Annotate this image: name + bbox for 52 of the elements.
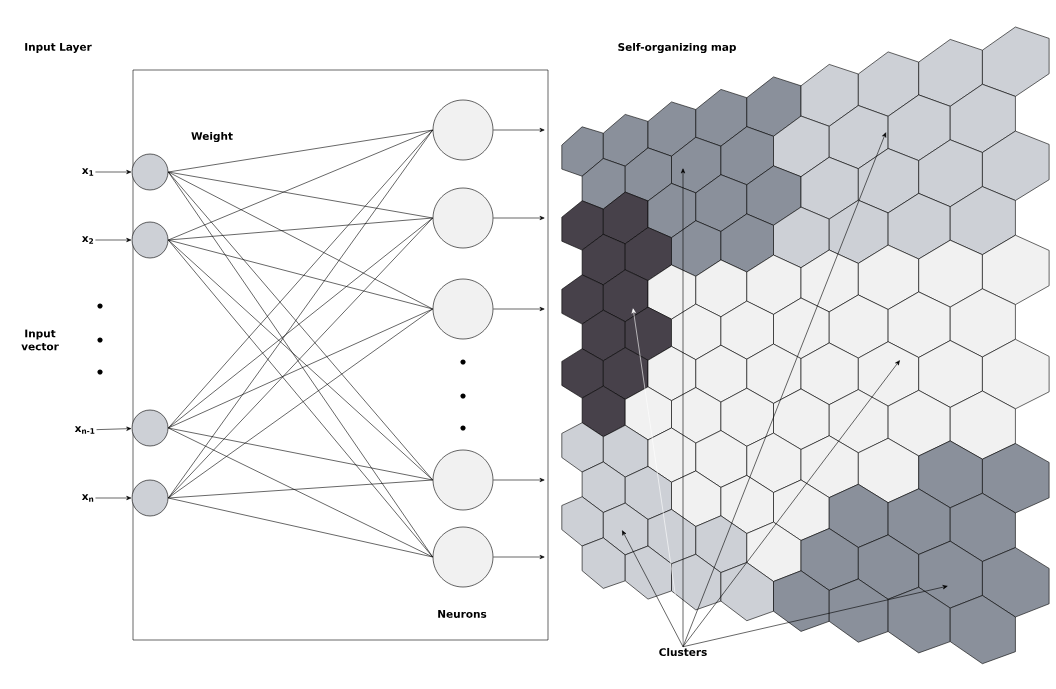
connection-line [168, 171, 433, 558]
arrow [493, 306, 545, 312]
arrow [682, 585, 948, 648]
connection-line [168, 129, 433, 241]
side-label: Input vector [21, 329, 59, 351]
neuron-circle [131, 153, 169, 191]
connection-line [168, 217, 433, 241]
connection-line [168, 171, 433, 310]
heading: Input Layer [25, 43, 92, 53]
hexagon-cell [671, 137, 722, 194]
connection-line [168, 129, 433, 173]
connection-line [168, 239, 433, 310]
arrow [622, 530, 684, 648]
neuron-circle [432, 99, 494, 161]
connection-line [168, 239, 433, 558]
arrow [95, 495, 132, 501]
input-label: x$_{2}$ [81, 236, 94, 244]
neuron-circle [432, 187, 494, 249]
arrow [682, 132, 887, 648]
arrow [95, 169, 132, 175]
connection-line [168, 427, 433, 481]
arrow [493, 554, 545, 560]
neuron-circle [131, 221, 169, 259]
connection-line [168, 497, 433, 558]
connection-line [168, 427, 433, 558]
input-label: x$_{1}$ [81, 168, 94, 176]
arrow [493, 127, 545, 133]
connection-line [168, 308, 433, 499]
input-label: Clusters [659, 647, 707, 657]
arrow [95, 237, 132, 243]
neuron-circle [131, 479, 169, 517]
network-box: Weight Neurons [132, 69, 549, 641]
arrow [493, 477, 545, 483]
heading: Self-organizing map [618, 42, 736, 54]
hexagon-cell [918, 540, 983, 609]
arrow [96, 426, 132, 431]
connection-line [168, 129, 433, 499]
hexagon-cell [828, 105, 889, 169]
neuron-circle [131, 409, 169, 447]
hexagon-cell [603, 502, 649, 556]
connection-line [168, 479, 433, 499]
input-label: x$_{n-1}$ [74, 426, 95, 434]
connection-line [168, 308, 433, 429]
neuron-circle [432, 526, 494, 588]
arrow [493, 215, 545, 221]
neuron-circle [432, 278, 494, 340]
neuron-circle [432, 449, 494, 511]
connection-line [168, 171, 433, 219]
hexagon-cell [858, 341, 919, 407]
input-label: x$_{n}$ [81, 494, 94, 502]
arrow [682, 360, 900, 648]
hexagon-cell [603, 269, 649, 322]
